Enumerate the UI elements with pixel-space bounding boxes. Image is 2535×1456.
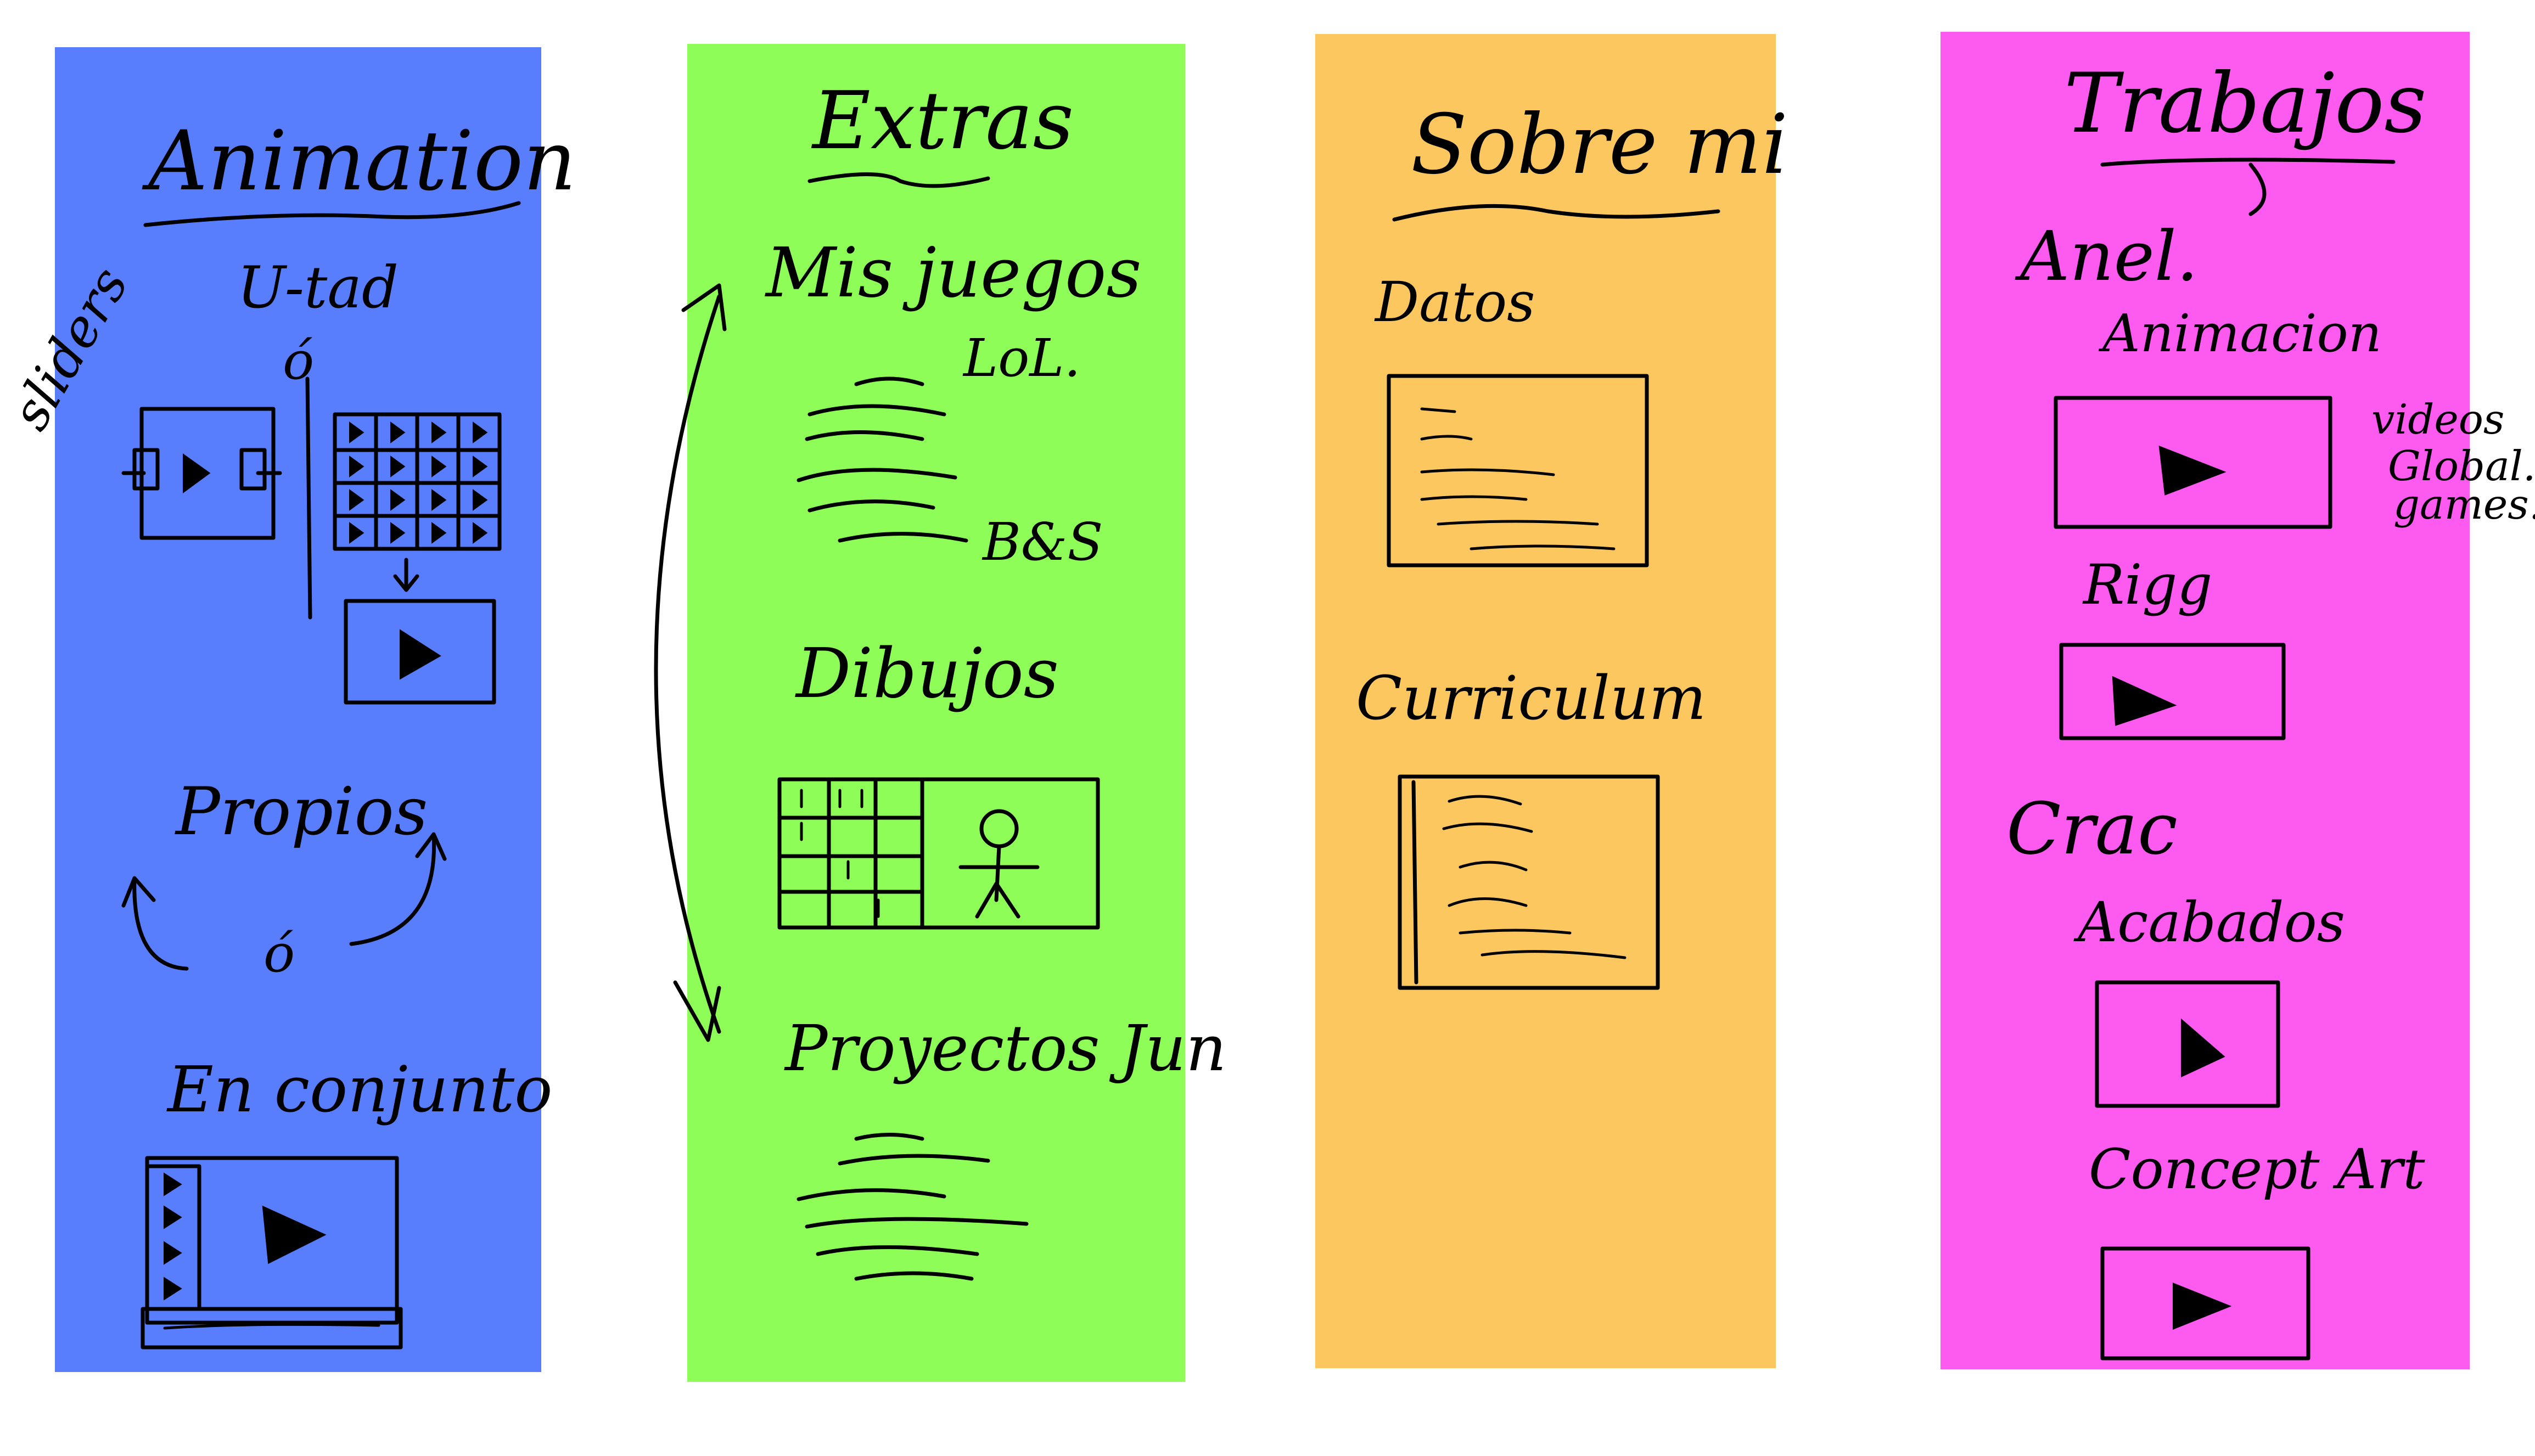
- rigg-label: Rigg: [2082, 553, 2212, 617]
- slider-left-handle: [132, 448, 160, 491]
- curriculum-frame: [1398, 774, 1660, 990]
- drawings-gallery[interactable]: [777, 777, 1100, 930]
- animation-title: Animation: [142, 114, 576, 209]
- concept-art-video[interactable]: [2100, 1246, 2310, 1361]
- play-icon: [400, 629, 441, 680]
- en-conjunto-label: En conjunto: [166, 1053, 553, 1127]
- video-frame: [2100, 1246, 2310, 1361]
- crac-label: Crac: [2006, 787, 2178, 870]
- acabados-label: Acabados: [2073, 890, 2345, 954]
- lol-label: LoL.: [962, 328, 1081, 389]
- column-trabajos-bg: [1940, 32, 2470, 1369]
- play-icon: [2158, 445, 2226, 496]
- sobre-mi-title: Sobre mi: [1411, 97, 1788, 193]
- column-animation-bg: [55, 47, 541, 1372]
- curriculum-label: Curriculum: [1356, 663, 1706, 733]
- curriculum-card: [1398, 774, 1660, 990]
- curriculum-text-lines: [1442, 795, 1627, 959]
- extras-title: Extras: [811, 75, 1074, 167]
- sliders-note: sliders: [0, 257, 140, 440]
- play-icon: [183, 453, 211, 493]
- play-icon: [2112, 676, 2177, 726]
- trabajos-title-underline: [2100, 158, 2396, 216]
- datos-card: [1387, 374, 1649, 567]
- proyectos-label: Proyectos Jun: [784, 1012, 1226, 1086]
- bs-label: B&S: [982, 512, 1103, 572]
- extras-title-underline: [807, 172, 990, 188]
- left-curved-arrow: [121, 876, 189, 971]
- curriculum-spine: [1411, 780, 1418, 985]
- dibujos-label: Dibujos: [795, 634, 1059, 713]
- propios-label: Propios: [175, 774, 428, 850]
- play-icon: [2181, 1018, 2225, 1078]
- global-note: Global.: [2388, 442, 2535, 490]
- trabajos-title: Trabajos: [2064, 56, 2426, 151]
- video-player-main[interactable]: [344, 599, 496, 705]
- video-frame: [2095, 980, 2280, 1108]
- gallery-thumb-marks: [800, 789, 880, 918]
- long-curved-arrow: [654, 283, 727, 1042]
- videos-note: videos: [2371, 395, 2504, 443]
- datos-frame: [1387, 374, 1649, 567]
- proyectos-text-lines: [797, 1133, 1029, 1281]
- slider-right-handle: [239, 448, 267, 491]
- play-icon: [262, 1205, 327, 1264]
- down-arrow-icon: [393, 558, 419, 592]
- description-line: [163, 1323, 380, 1330]
- utad-label: U-tad: [237, 254, 399, 321]
- play-icon: [2173, 1283, 2232, 1330]
- datos-label: Datos: [1374, 270, 1535, 334]
- video-frame: [2054, 396, 2332, 529]
- grid-lines: [333, 412, 502, 551]
- animation-title-underline: [143, 201, 521, 227]
- mis-juegos-label: Mis juegos: [765, 233, 1142, 313]
- combined-video-player[interactable]: [141, 1156, 403, 1350]
- datos-text-lines: [1420, 407, 1616, 550]
- sobre-mi-title-underline: [1392, 204, 1720, 222]
- grid-play-icons: [349, 421, 488, 544]
- column-extras-bg: [687, 44, 1185, 1382]
- acabados-video[interactable]: [2095, 980, 2280, 1108]
- vertical-divider: [305, 376, 312, 620]
- video-frame: [344, 599, 496, 705]
- playlist-play-icons: [164, 1172, 182, 1301]
- mis-juegos-text-lines: [797, 376, 968, 543]
- video-frame: [2059, 643, 2286, 740]
- concept-art-label: Concept Art: [2089, 1137, 2425, 1201]
- player-description: [141, 1307, 403, 1350]
- slider-widget[interactable]: [121, 407, 282, 540]
- animacion-video[interactable]: [2054, 396, 2332, 529]
- thumbnail-grid[interactable]: [333, 412, 502, 551]
- column-sobre-mi-bg: [1315, 34, 1776, 1368]
- or-label-mid: ó: [263, 924, 295, 984]
- rigg-video[interactable]: [2059, 643, 2286, 740]
- gallery-grid-lines: [777, 777, 924, 930]
- gallery-frame: [777, 777, 1100, 930]
- figure-head: [979, 809, 1019, 848]
- figure-body: [958, 844, 1040, 919]
- or-label-top: ó: [283, 331, 314, 391]
- anel-label: Anel.: [2015, 217, 2198, 296]
- games-note: games.: [2393, 480, 2535, 529]
- right-curved-arrow: [349, 832, 447, 946]
- animacion-label: Animacion: [2098, 303, 2382, 364]
